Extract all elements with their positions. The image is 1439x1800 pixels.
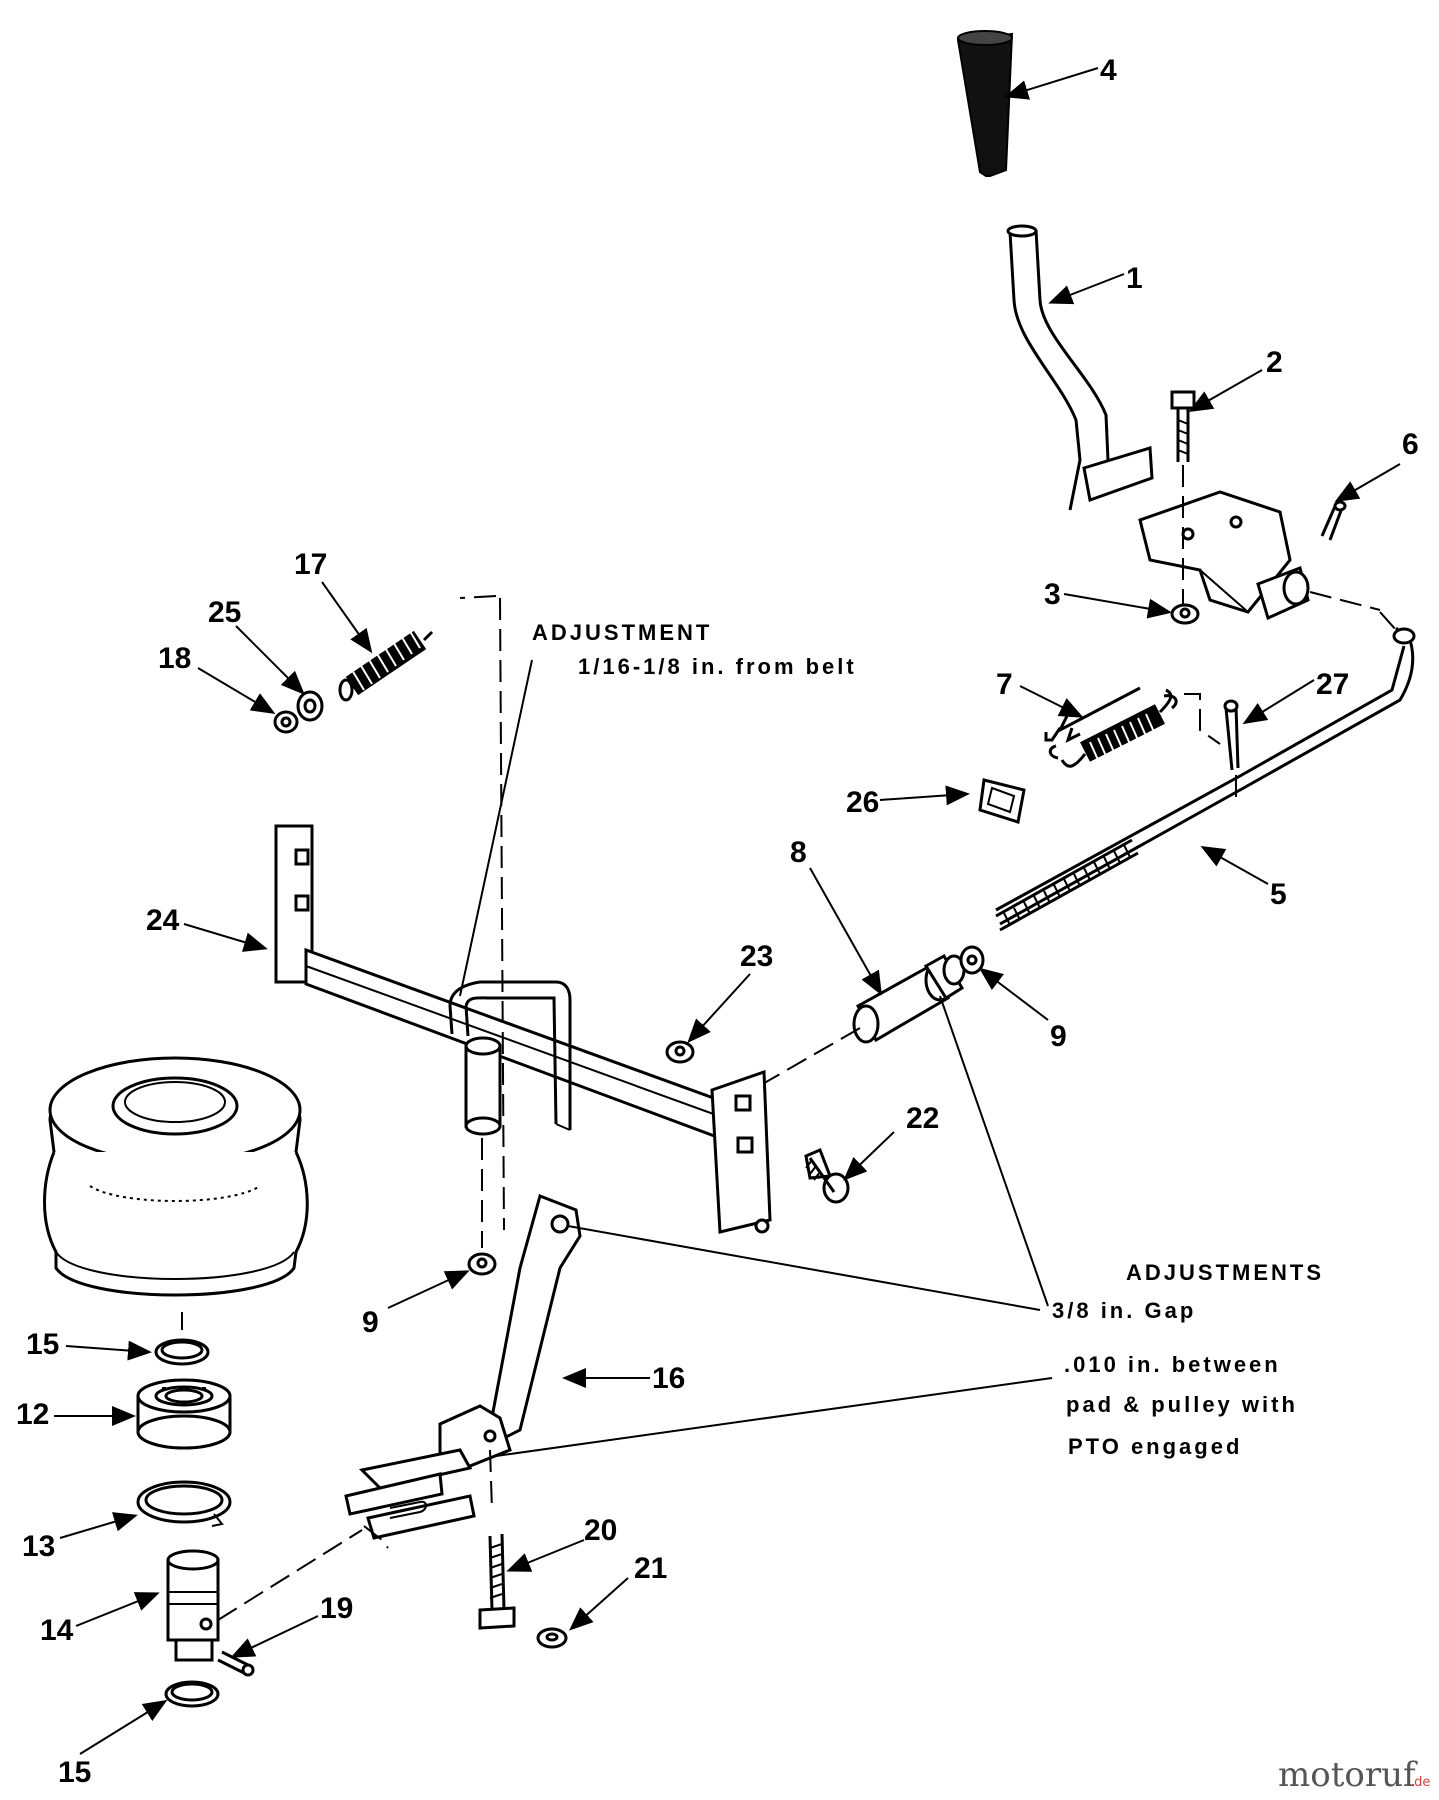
adjustment-title: ADJUSTMENT	[532, 620, 712, 645]
callout-4: 4	[1100, 54, 1117, 87]
callout-20: 20	[584, 1514, 617, 1547]
callout-24: 24	[146, 904, 180, 937]
bushing-part-8	[699, 953, 966, 1121]
bearing-part-12	[136, 1378, 232, 1450]
adjustment-notes: ADJUSTMENT 1/16-1/8 in. from belt ADJUST…	[532, 620, 1324, 1459]
spring-dash	[459, 595, 497, 599]
nut-part-9-lower	[467, 1252, 497, 1276]
callout-16: 16	[652, 1362, 685, 1395]
cotter-pin-part-6	[1309, 500, 1381, 611]
callout-17: 17	[294, 548, 327, 581]
clip-part-26	[978, 778, 1026, 824]
callout-14: 14	[40, 1614, 74, 1647]
clip-part-18	[273, 710, 299, 734]
cotter-pin-part-27	[1223, 699, 1240, 800]
pad-note-line-1: .010 in. between	[1064, 1352, 1281, 1377]
callout-15-lower: 15	[58, 1756, 91, 1789]
nut-part-3	[1170, 603, 1200, 625]
callout-22: 22	[906, 1102, 939, 1135]
centerline-upper	[499, 597, 505, 1231]
watermark: motoruf .de	[1278, 1755, 1430, 1795]
gap-text: 3/8 in. Gap	[1052, 1298, 1196, 1323]
nut-part-9-upper	[959, 945, 985, 975]
hub-part-14	[166, 1525, 389, 1662]
leader-arrows	[54, 67, 1401, 1755]
callout-9-lower: 9	[362, 1306, 379, 1339]
snap-ring-part-15-upper	[154, 1312, 210, 1366]
callout-13: 13	[22, 1530, 55, 1563]
bolt-part-2	[1170, 390, 1196, 605]
callout-3: 3	[1044, 578, 1061, 611]
frame-part-24	[274, 824, 772, 1234]
callout-7: 7	[996, 668, 1013, 701]
note-leaders	[459, 659, 1053, 1457]
callout-6: 6	[1402, 428, 1419, 461]
washer-part-21	[536, 1627, 568, 1649]
pulley	[43, 1056, 309, 1297]
pad-note-line-3: PTO engaged	[1068, 1434, 1242, 1459]
callout-labels: 4 1 2 6 3 7 27 26 5 8 9 23 22 24 9 16 15…	[16, 54, 1419, 1789]
watermark-suffix: .de	[1410, 1775, 1430, 1790]
callout-15-upper: 15	[26, 1328, 59, 1361]
u-bracket	[448, 980, 572, 1131]
pin-part-19	[217, 1650, 255, 1677]
spring-part-17	[338, 627, 434, 702]
bolt-part-22	[804, 1148, 850, 1204]
arm-part-16	[344, 1194, 582, 1540]
callout-27: 27	[1316, 668, 1349, 701]
spacer-tube	[464, 1036, 502, 1136]
callout-9-upper: 9	[1050, 1020, 1067, 1053]
callout-21: 21	[634, 1552, 667, 1585]
adjustment-text: 1/16-1/8 in. from belt	[578, 654, 857, 679]
lever-part-1	[1006, 224, 1154, 511]
callout-8: 8	[790, 836, 807, 869]
retaining-ring-part-13	[136, 1480, 232, 1527]
washer-part-25	[296, 690, 324, 722]
watermark-brand: motoruf	[1278, 1755, 1418, 1795]
callout-26: 26	[846, 786, 879, 819]
callout-19: 19	[320, 1592, 353, 1625]
rod-part-5	[995, 611, 1416, 932]
nut-part-23	[665, 1040, 695, 1064]
lever-bracket	[1138, 490, 1310, 621]
callout-12: 12	[16, 1398, 49, 1431]
pad-note-line-2: pad & pulley with	[1066, 1392, 1298, 1417]
bolt-part-20	[478, 1533, 516, 1630]
callout-18: 18	[158, 642, 191, 675]
callout-5: 5	[1270, 878, 1287, 911]
callout-25: 25	[208, 596, 241, 629]
adjustments-title: ADJUSTMENTS	[1126, 1260, 1324, 1285]
spring-part-7	[1044, 686, 1221, 768]
callout-23: 23	[740, 940, 773, 973]
grip-part-4	[956, 30, 1014, 177]
callout-2: 2	[1266, 346, 1283, 379]
callout-1: 1	[1126, 262, 1143, 295]
snap-ring-part-15-lower	[164, 1680, 220, 1708]
